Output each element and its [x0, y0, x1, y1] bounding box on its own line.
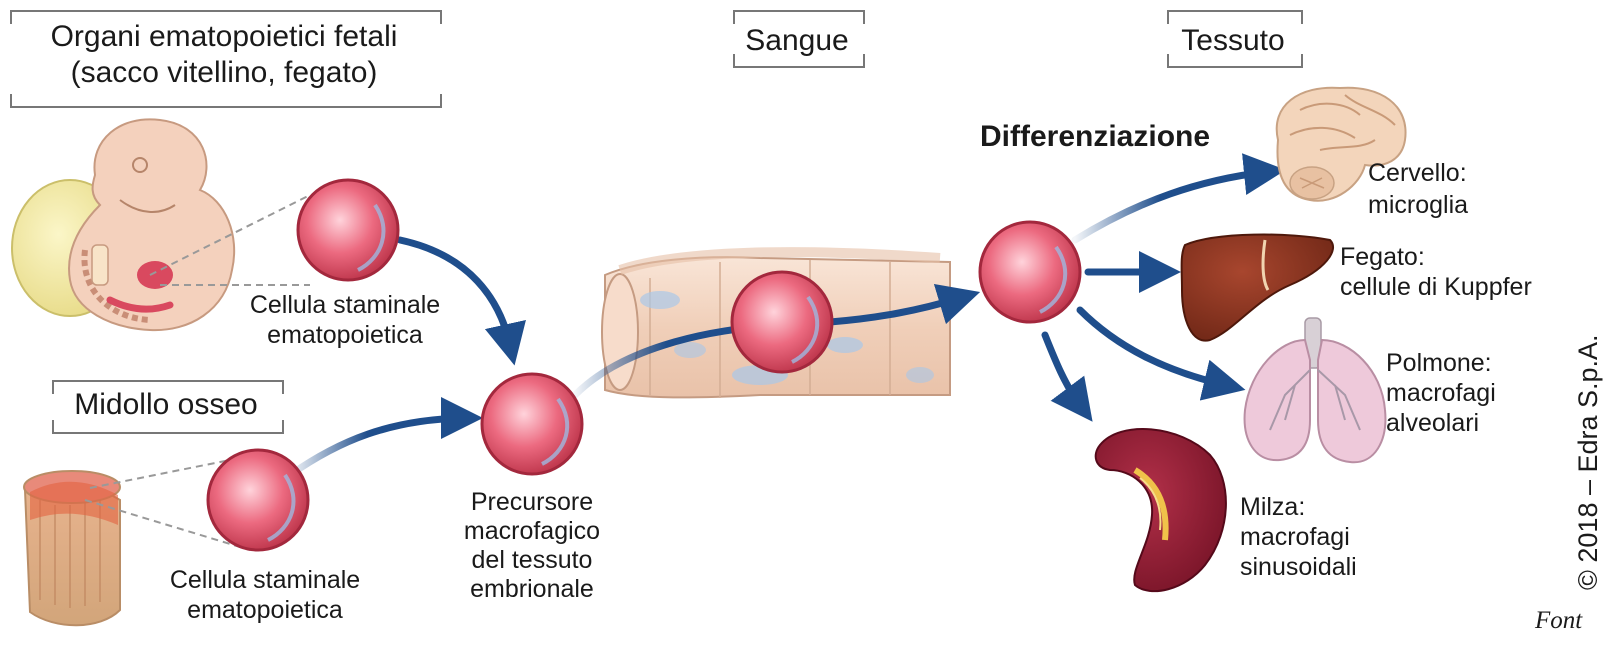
stem-cell-fetal-label-1: Cellula staminale — [225, 290, 465, 320]
brain-label-2: microglia — [1368, 190, 1468, 220]
fetal-header-line1: Organi ematopoietici fetali — [10, 20, 438, 54]
cell-blood — [732, 272, 832, 372]
precursor-label-4: embrionale — [452, 574, 612, 604]
source-note: Font — [1535, 607, 1582, 635]
cell-marrow — [208, 450, 308, 550]
liver-label-1: Fegato: — [1340, 242, 1425, 272]
stem-cell-fetal-label-2: ematopoietica — [225, 320, 465, 350]
precursor-label-2: macrofagico — [452, 516, 612, 546]
stem-cell-marrow-label-2: ematopoietica — [145, 595, 385, 625]
tissue-bracket-bottom — [1167, 54, 1303, 68]
tissue-bracket-top — [1167, 10, 1303, 24]
spleen-illustration — [1096, 429, 1226, 591]
marrow-header: Midollo osseo — [52, 388, 280, 422]
lung-illustration — [1245, 318, 1386, 462]
blood-bracket-bottom — [733, 54, 865, 68]
tissue-header: Tessuto — [1167, 24, 1299, 58]
precursor-label-1: Precursore — [452, 487, 612, 517]
lung-label-3: alveolari — [1386, 408, 1479, 438]
spleen-label-2: macrofagi — [1240, 522, 1350, 552]
spleen-label-1: Milza: — [1240, 492, 1305, 522]
precursor-label-3: del tessuto — [452, 545, 612, 575]
lung-label-2: macrofagi — [1386, 378, 1496, 408]
blood-header: Sangue — [733, 24, 861, 58]
lung-label-1: Polmone: — [1386, 348, 1492, 378]
copyright-credit: © 2018 – Edra S.p.A. — [1573, 334, 1604, 590]
fetal-header-line2: (sacco vitellino, fegato) — [10, 56, 438, 90]
cell-tissue — [980, 222, 1080, 322]
blood-bracket-top — [733, 10, 865, 24]
stem-cell-marrow-label-1: Cellula staminale — [145, 565, 385, 595]
cell-precursor — [482, 374, 582, 474]
marrow-bracket-bottom — [52, 420, 284, 434]
differentiation-label: Differenziazione — [980, 122, 1210, 152]
spleen-label-3: sinusoidali — [1240, 552, 1357, 582]
liver-label-2: cellule di Kuppfer — [1340, 272, 1532, 302]
fetal-bracket-bottom — [10, 94, 442, 108]
brain-label-1: Cervello: — [1368, 158, 1467, 188]
cell-fetal — [298, 180, 398, 280]
